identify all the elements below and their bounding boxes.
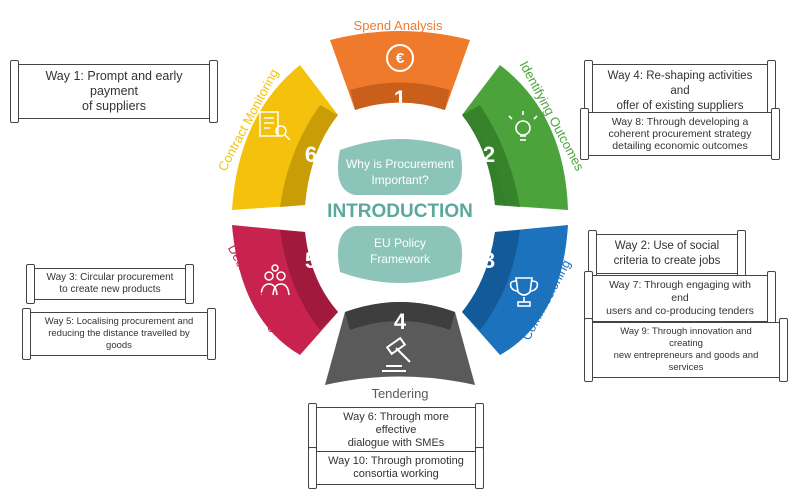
banner-way-3: Way 3: Circular procurement to create ne… — [26, 264, 194, 304]
euro-symbol: € — [396, 50, 405, 67]
banner-way-4: Way 4: Re-shaping activities and offer o… — [584, 60, 776, 123]
bubble-top-line-2: Important? — [371, 173, 429, 187]
banner-way-1: Way 1: Prompt and early payment of suppl… — [10, 60, 218, 123]
label-spend-analysis: Spend Analysis — [354, 18, 443, 33]
bubble-eu-policy — [337, 226, 463, 283]
segment-decision-making: 5 — [232, 225, 338, 355]
banner-way-9: Way 9: Through innovation and creating n… — [584, 318, 788, 382]
segment-number-6: 6 — [305, 142, 317, 167]
euro-icon — [386, 44, 414, 72]
segment-identifying-outcomes: 2 — [462, 65, 568, 210]
segment-contract-monitoring: 6 — [232, 65, 338, 210]
segment-number-1: 1 — [394, 86, 406, 111]
banner-way-8: Way 8: Through developing a coherent pro… — [580, 108, 780, 160]
gavel-icon — [382, 336, 411, 372]
segment-commissioning: 3 — [462, 225, 568, 355]
banner-way-5: Way 5: Localising procurement and reduci… — [22, 308, 216, 360]
segment-spend-analysis: € 1 — [330, 31, 470, 111]
segment-tendering: 4 — [325, 302, 475, 385]
lightbulb-icon — [508, 111, 538, 141]
segment-number-4: 4 — [394, 309, 407, 334]
label-tendering: Tendering — [371, 386, 428, 401]
banner-way-10: Way 10: Through promoting consortia work… — [308, 447, 484, 489]
banner-way-6: Way 6: Through more effective dialogue w… — [308, 403, 484, 458]
people-icon — [260, 264, 290, 296]
bubble-why-procurement — [337, 139, 463, 195]
bubble-top-line-1: Why is Procurement — [346, 157, 455, 171]
trophy-icon — [509, 277, 539, 307]
segment-number-2: 2 — [483, 142, 495, 167]
bubble-bottom-line-1: EU Policy — [374, 236, 426, 250]
document-search-icon — [259, 111, 291, 141]
segment-number-3: 3 — [483, 248, 495, 273]
banner-way-7: Way 7: Through engaging with end users a… — [584, 271, 776, 326]
center-title: INTRODUCTION — [327, 201, 473, 222]
segment-number-5: 5 — [305, 248, 317, 273]
banner-way-2: Way 2: Use of social criteria to create … — [588, 230, 746, 278]
bubble-bottom-line-2: Framework — [370, 252, 431, 266]
